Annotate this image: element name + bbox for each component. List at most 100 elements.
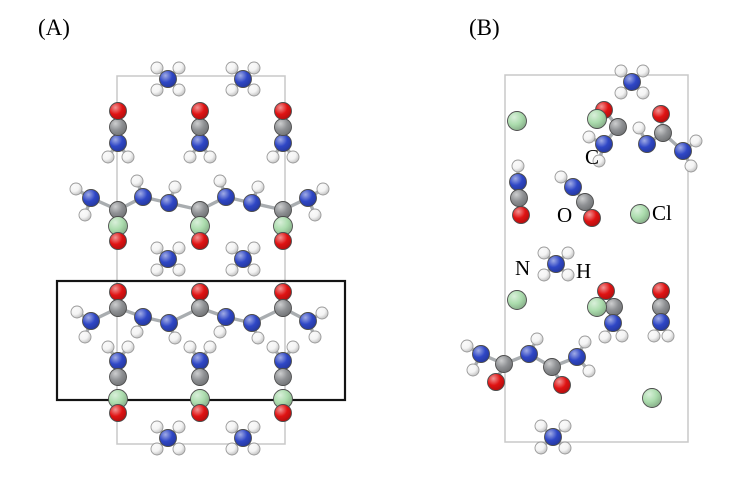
atom-c	[495, 355, 513, 373]
atom-h	[247, 442, 261, 456]
atom-n	[274, 134, 292, 152]
atom-h	[172, 442, 186, 456]
atom-h	[689, 134, 703, 148]
atom-n	[568, 348, 586, 366]
atom-h	[213, 174, 227, 188]
atom-cl	[630, 204, 650, 224]
atom-n	[234, 70, 252, 88]
atom-h	[150, 420, 164, 434]
atom-c	[609, 118, 627, 136]
atom-h	[582, 364, 596, 378]
atom-n	[472, 345, 490, 363]
unit-cell-outline-b	[504, 74, 689, 443]
atom-n	[544, 428, 562, 446]
atom-h	[598, 330, 612, 344]
atom-o	[512, 206, 530, 224]
atom-h	[534, 419, 548, 433]
atom-c	[510, 189, 528, 207]
atom-h	[615, 329, 629, 343]
atom-o	[597, 282, 615, 300]
atom-h	[561, 268, 575, 282]
atom-c	[652, 298, 670, 316]
atom-h	[684, 159, 698, 173]
atom-cl	[587, 109, 607, 129]
atom-h	[460, 339, 474, 353]
atom-c	[274, 201, 292, 219]
atom-h	[78, 208, 92, 222]
atom-h	[247, 83, 261, 97]
atom-h	[150, 61, 164, 75]
atom-n	[234, 429, 252, 447]
atom-h	[172, 83, 186, 97]
atom-h	[266, 150, 280, 164]
atom-n	[109, 134, 127, 152]
atom-c	[191, 299, 209, 317]
atom-h	[213, 325, 227, 339]
atom-o	[191, 404, 209, 422]
atom-h	[632, 121, 646, 135]
atom-c	[576, 193, 594, 211]
atom-c	[109, 118, 127, 136]
atom-h	[150, 241, 164, 255]
atom-h	[537, 268, 551, 282]
atom-n	[274, 352, 292, 370]
atom-h	[511, 159, 525, 173]
atom-h	[614, 86, 628, 100]
atom-h	[121, 150, 135, 164]
atom-h	[101, 150, 115, 164]
oxygen-atom-label: O	[557, 203, 573, 227]
atom-o	[652, 282, 670, 300]
atom-h	[308, 208, 322, 222]
atom-n	[243, 194, 261, 212]
atom-o	[274, 102, 292, 120]
atom-c	[109, 368, 127, 386]
atom-n	[82, 189, 100, 207]
atom-h	[130, 325, 144, 339]
atom-h	[101, 340, 115, 354]
atom-n	[82, 312, 100, 330]
atom-c	[191, 201, 209, 219]
atom-n	[638, 135, 656, 153]
atom-h	[183, 150, 197, 164]
atom-o	[274, 404, 292, 422]
atom-h	[578, 335, 592, 349]
atom-n	[595, 135, 613, 153]
atom-h	[130, 174, 144, 188]
atom-c	[274, 118, 292, 136]
atom-cl	[642, 388, 662, 408]
hydrogen-atom-label: H	[576, 259, 592, 283]
carbon-atom-label: C	[585, 145, 600, 169]
atom-h	[636, 64, 650, 78]
atom-h	[203, 150, 217, 164]
atom-h	[70, 305, 84, 319]
atom-h	[225, 61, 239, 75]
atom-h	[247, 420, 261, 434]
atom-h	[561, 246, 575, 260]
atom-n	[134, 188, 152, 206]
atom-h	[647, 329, 661, 343]
atom-h	[316, 182, 330, 196]
atom-n	[159, 429, 177, 447]
atom-h	[150, 442, 164, 456]
nitrogen-atom-label: N	[515, 256, 531, 280]
atom-h	[172, 263, 186, 277]
atom-n	[191, 352, 209, 370]
atom-c	[274, 299, 292, 317]
atom-h	[266, 340, 280, 354]
atom-cl	[507, 290, 527, 310]
atom-c	[654, 124, 672, 142]
atom-c	[109, 201, 127, 219]
atom-h	[183, 340, 197, 354]
panel-a-label: (A)	[38, 15, 70, 40]
atom-o	[652, 105, 670, 123]
atom-o	[274, 232, 292, 250]
atom-h	[168, 180, 182, 194]
atom-c	[191, 118, 209, 136]
atom-c	[109, 299, 127, 317]
atom-n	[243, 314, 261, 332]
atom-n	[623, 73, 641, 91]
atom-n	[217, 308, 235, 326]
atom-o	[274, 283, 292, 301]
atom-h	[537, 246, 551, 260]
